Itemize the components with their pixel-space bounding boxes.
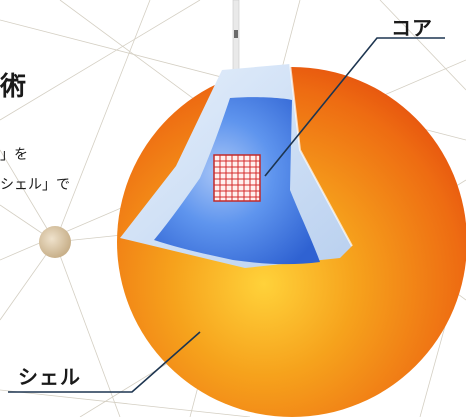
core-label: コア — [391, 12, 433, 41]
heading-fragment: 術 — [0, 66, 26, 103]
thread-knot — [234, 30, 238, 38]
body-text-line-1: 」を — [0, 144, 28, 164]
web-hub-node — [39, 226, 71, 258]
body-text-line-2: シェル」で — [0, 174, 70, 194]
core-lattice-grid — [214, 155, 260, 201]
shell-label: シェル — [18, 361, 81, 390]
